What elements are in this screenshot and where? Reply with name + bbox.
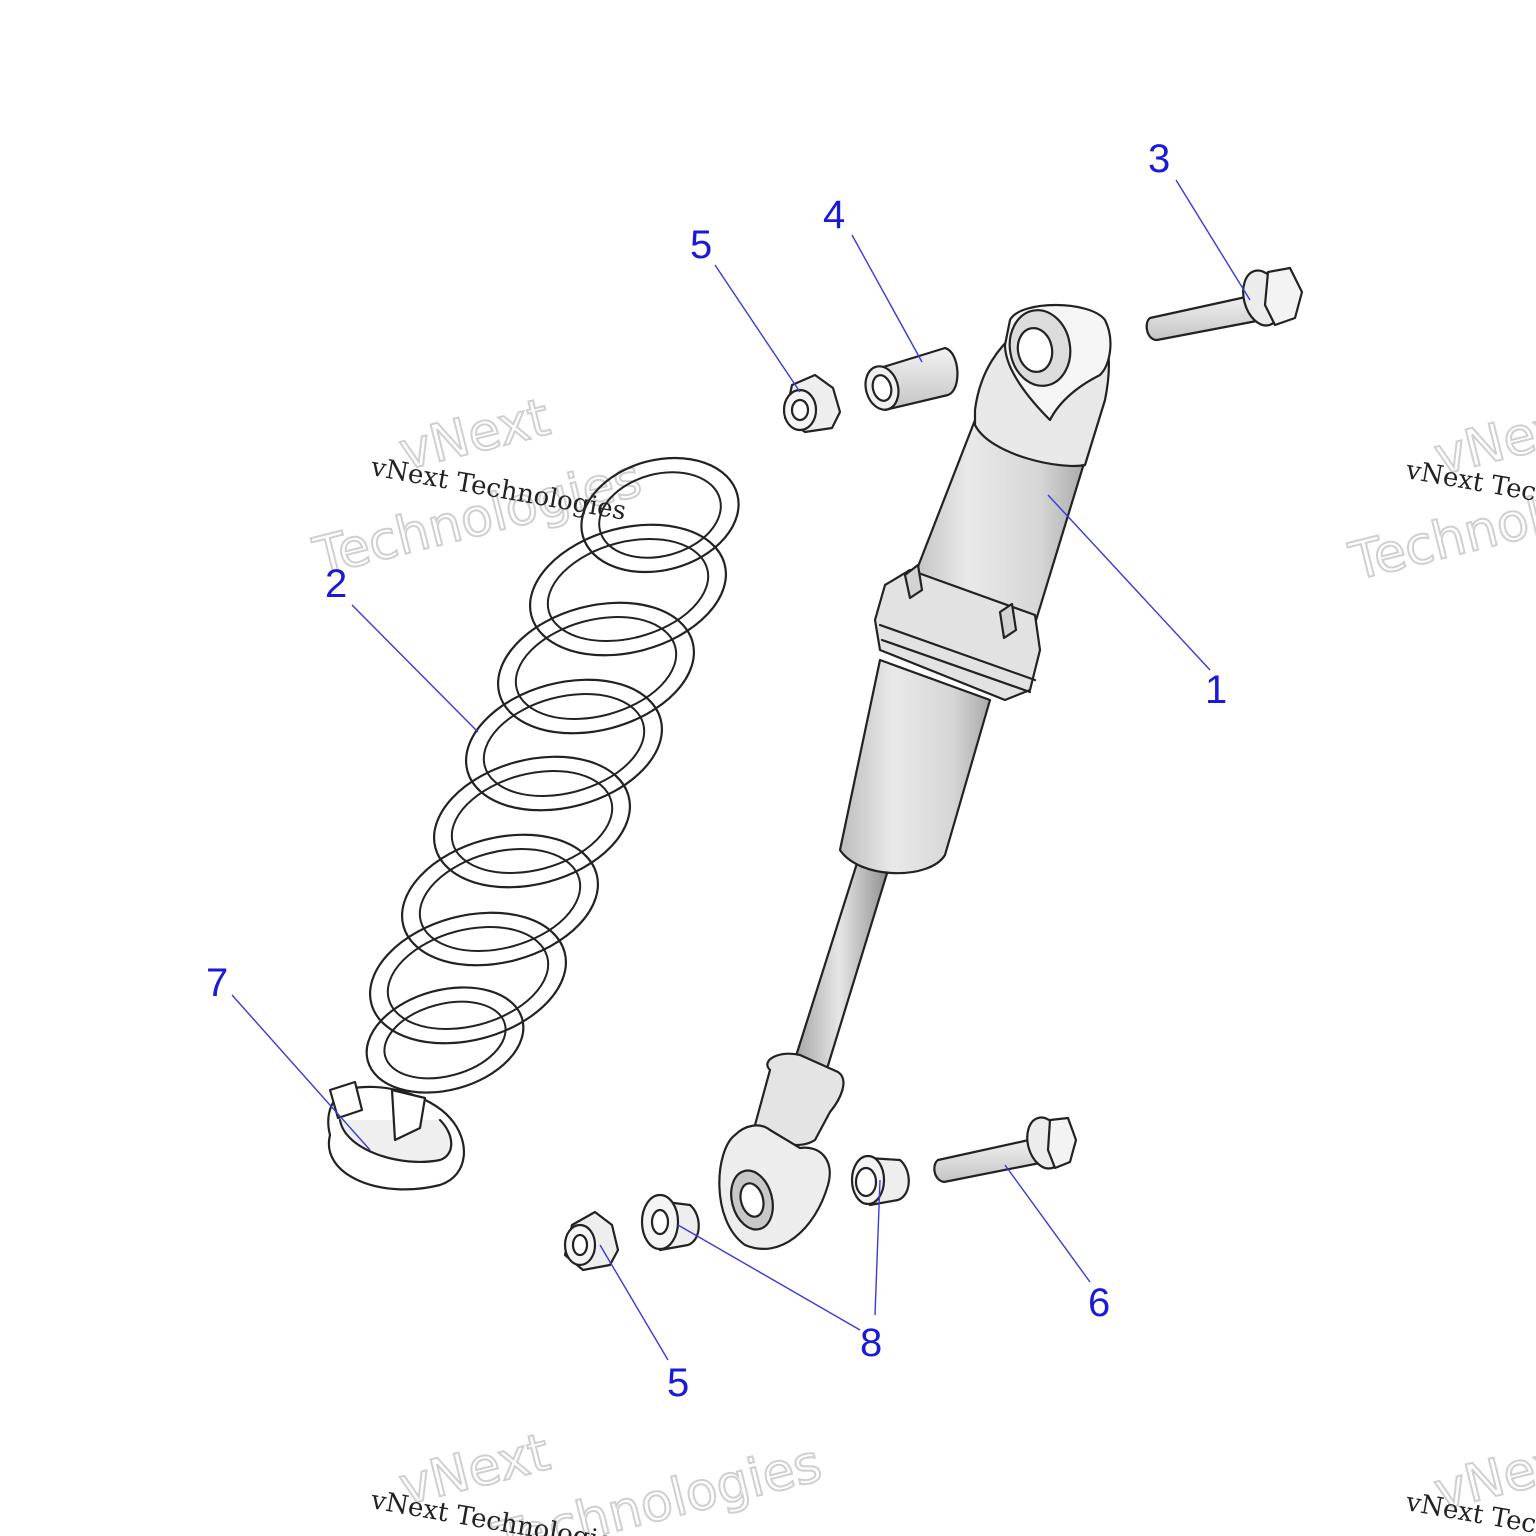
leader-6 (1004, 1164, 1091, 1283)
callout-1: 1 (1205, 668, 1227, 712)
leader-2 (351, 604, 479, 733)
spring-coil-inner (482, 693, 646, 797)
bushing-right (850, 1154, 910, 1207)
spring-coil-outer (400, 833, 600, 967)
leader-7 (231, 994, 371, 1151)
spring-coil-outer (580, 456, 740, 574)
spring-coil-inner (450, 770, 614, 874)
spring-coil-outer (365, 986, 525, 1094)
leader-1 (1047, 494, 1211, 671)
leader-3 (1175, 179, 1251, 301)
leader-5-lower (599, 1244, 669, 1361)
spring-coil-inner (383, 1000, 507, 1080)
callout-2: 2 (325, 562, 347, 606)
callout-6: 6 (1088, 1281, 1110, 1325)
callout-labels: 1 2 3 4 5 5 6 7 8 (206, 137, 1227, 1405)
spring-coil-inner (386, 926, 550, 1030)
spring-coil-outer (528, 523, 728, 657)
upper-flange-nut (782, 373, 842, 434)
shock-absorber (718, 304, 1112, 1250)
leader-8b (874, 1179, 881, 1316)
bushing-left (640, 1193, 700, 1252)
callout-5-lower: 5 (667, 1361, 689, 1405)
lower-mounting-bolt (933, 1116, 1078, 1184)
callout-5-upper: 5 (690, 223, 712, 267)
callout-3: 3 (1148, 137, 1170, 181)
spring-coil-outer (432, 755, 632, 889)
lower-flange-nut (563, 1210, 620, 1272)
callout-7: 7 (206, 961, 228, 1005)
callout-4: 4 (823, 193, 845, 237)
coil-spring (365, 456, 740, 1094)
spring-coil-outer (464, 678, 664, 812)
spring-coil-inner (418, 848, 582, 952)
leader-4 (851, 234, 923, 363)
spacer-sleeve (864, 346, 959, 412)
spring-coil-inner (514, 616, 678, 720)
spring-coil-inner (546, 538, 710, 642)
leader-5-upper (714, 264, 801, 393)
spring-coil-inner (598, 471, 722, 559)
callout-8: 8 (860, 1321, 882, 1365)
spring-coil-outer (496, 601, 696, 735)
spring-coil-outer (368, 911, 568, 1045)
leader-8a (677, 1224, 861, 1331)
upper-mounting-bolt (1145, 266, 1304, 342)
leader-lines (231, 179, 1251, 1361)
spring-retainer (327, 1080, 465, 1191)
